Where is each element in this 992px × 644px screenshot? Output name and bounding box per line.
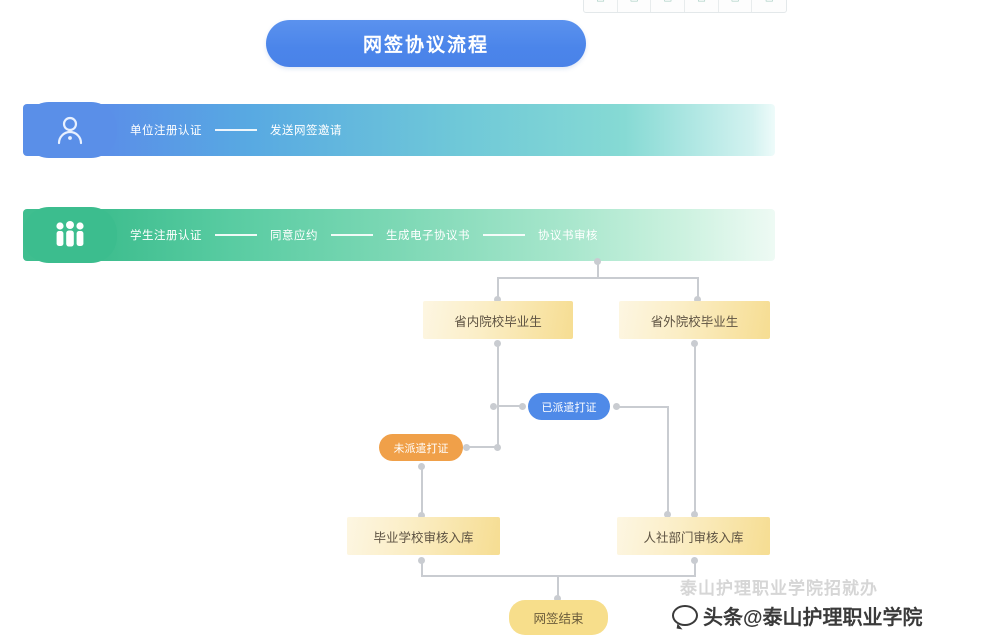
- step-send-invite: 发送网签邀请: [270, 125, 342, 137]
- step-student-register: 学生注册认证: [130, 230, 202, 242]
- connector-dot: [594, 258, 601, 265]
- connector-split-left-down: [497, 277, 499, 302]
- connector-dot: [494, 296, 501, 303]
- group-icon: [56, 221, 84, 247]
- toolbar-icon-5: ▭: [731, 0, 740, 4]
- connector-dot: [691, 511, 698, 518]
- connector-dot: [418, 463, 425, 470]
- connector-undispatched-to-school: [421, 467, 423, 515]
- connector-dot: [490, 403, 497, 410]
- connector-split-right-down: [697, 277, 699, 302]
- node-signing-complete[interactable]: 网签结束: [509, 600, 608, 635]
- node-province-internal-graduate[interactable]: 省内院校毕业生: [423, 301, 573, 339]
- connector-dot: [694, 296, 701, 303]
- person-icon: [57, 116, 83, 145]
- watermark-main: 头条@泰山护理职业学院: [672, 601, 923, 630]
- toolbar-button-4[interactable]: ▭: [685, 0, 719, 12]
- node-label: 未派遣打证: [393, 442, 449, 455]
- toolbar-icon-4: ▭: [697, 0, 706, 4]
- toolbar-button-5[interactable]: ▭: [719, 0, 753, 12]
- connector-dot: [494, 340, 501, 347]
- connector-dot: [418, 512, 425, 519]
- toolbar-icon-1: ▭: [596, 0, 605, 4]
- connector-to-dispatched: [497, 405, 523, 407]
- toolbar-icon-2: ▭: [630, 0, 639, 4]
- step-accept-agreement: 同意应约: [270, 230, 318, 242]
- connector-dot: [463, 444, 470, 451]
- connector-bar-to-split: [597, 261, 599, 278]
- toolbar-icon-6: ▭: [765, 0, 774, 4]
- node-hr-department-review-archive[interactable]: 人社部门审核入库: [617, 517, 770, 555]
- employer-stage-icon-badge: [23, 102, 117, 158]
- student-stage-bar: [23, 209, 775, 261]
- flowchart-title-text: 网签协议流程: [362, 35, 489, 56]
- toolbar-button-3[interactable]: ▭: [651, 0, 686, 12]
- connector-dispatched-elbow-h: [616, 406, 669, 408]
- step-connector-dash: [215, 129, 257, 131]
- connector-external-to-rensheng: [694, 344, 696, 514]
- flowchart-title: 网签协议流程: [266, 20, 586, 67]
- connector-internal-down: [497, 344, 499, 448]
- connector-school-down: [421, 560, 423, 576]
- step-generate-agreement: 生成电子协议书: [386, 230, 470, 242]
- student-stage-steps: 学生注册认证 同意应约 生成电子协议书 协议书审核: [130, 209, 598, 261]
- step-connector-dash: [331, 234, 373, 236]
- connector-dot: [519, 403, 526, 410]
- connector-dispatched-elbow-v: [667, 406, 669, 514]
- employer-stage-steps: 单位注册认证 发送网签邀请: [130, 104, 342, 156]
- node-undispatched-certificate[interactable]: 未派遣打证: [379, 434, 463, 461]
- node-school-review-archive[interactable]: 毕业学校审核入库: [347, 517, 500, 555]
- connector-hr-down: [694, 560, 696, 576]
- node-label: 毕业学校审核入库: [373, 530, 474, 545]
- step-connector-dash: [215, 234, 257, 236]
- watermark-faint-text: 泰山护理职业学院招就办: [680, 579, 878, 598]
- toolbar-button-6[interactable]: ▭: [752, 0, 786, 12]
- connector-dot: [494, 444, 501, 451]
- connector-dot: [691, 340, 698, 347]
- node-label: 省外院校毕业生: [650, 314, 739, 329]
- student-stage-icon-badge: [23, 207, 117, 263]
- toolbar-icon-3: ▭: [663, 0, 672, 4]
- toolbar-button-2[interactable]: ▭: [618, 0, 652, 12]
- connector-split-horizontal: [497, 277, 699, 279]
- node-province-external-graduate[interactable]: 省外院校毕业生: [619, 301, 770, 339]
- step-agreement-review: 协议书审核: [538, 230, 598, 242]
- node-label: 已派遣打证: [541, 401, 597, 414]
- connector-dot: [554, 595, 561, 602]
- node-label: 人社部门审核入库: [643, 530, 744, 545]
- node-label: 省内院校毕业生: [454, 314, 542, 329]
- connector-to-undispatched: [466, 446, 499, 448]
- speech-bubble-icon: [672, 605, 698, 626]
- toolbar-button-1[interactable]: ▭: [584, 0, 618, 12]
- top-toolbar[interactable]: ▭ ▭ ▭ ▭ ▭ ▭: [583, 0, 787, 13]
- node-dispatched-certificate[interactable]: 已派遣打证: [528, 393, 610, 420]
- connector-merge-to-end: [557, 575, 559, 599]
- step-connector-dash: [483, 234, 525, 236]
- step-employer-register: 单位注册认证: [130, 125, 202, 137]
- employer-stage-bar: [23, 104, 775, 156]
- node-label: 网签结束: [533, 612, 584, 626]
- watermark-main-text: 头条@泰山护理职业学院: [703, 607, 923, 629]
- connector-dot: [664, 511, 671, 518]
